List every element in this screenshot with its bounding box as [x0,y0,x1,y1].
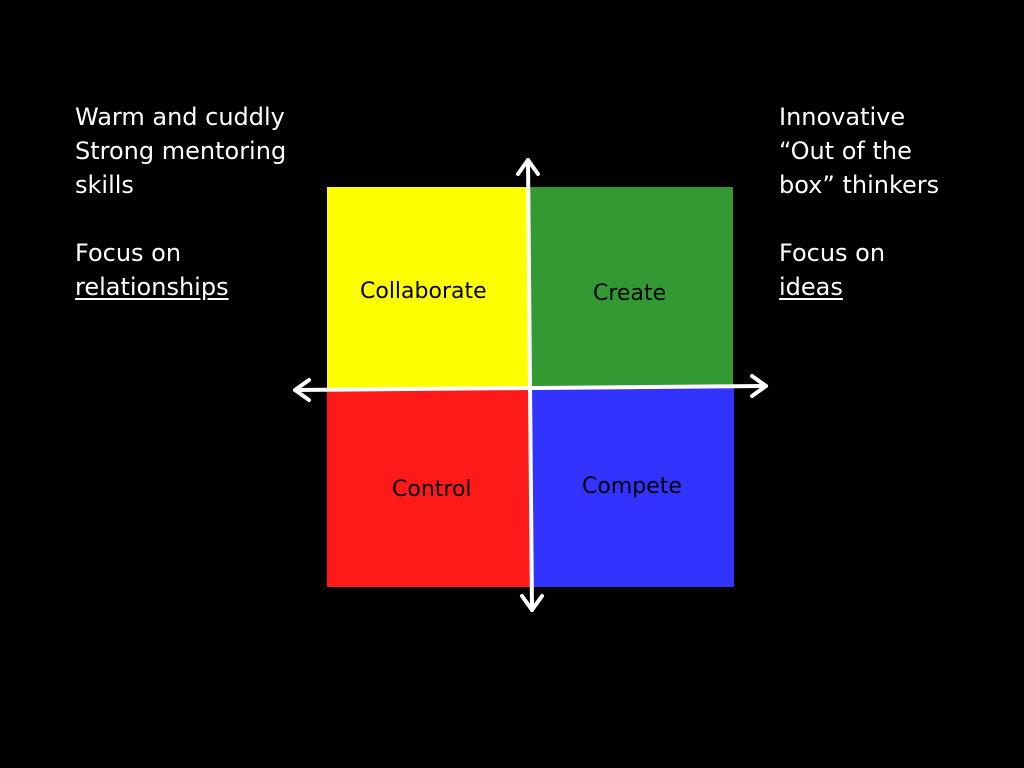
label-compete: Compete [582,474,682,499]
left-focus-prefix: Focus on [75,239,182,267]
right-focus-prefix: Focus on [779,239,886,267]
vertical-axis-bottom-arrow [520,594,544,612]
right-annotation: Innovative “Out of the box” thinkers Foc… [779,100,939,304]
horizontal-axis-left-arrow [293,378,311,402]
right-line-2: “Out of the [779,137,912,165]
right-line-1: Innovative [779,103,906,131]
label-control: Control [392,477,472,502]
left-line-1: Warm and cuddly [75,103,285,131]
left-line-2: Strong mentoring [75,137,287,165]
left-line-3: skills [75,171,134,199]
quadrant-create [530,187,733,388]
horizontal-axis-line [293,384,768,392]
left-focus-word: relationships [75,273,229,301]
label-create: Create [593,281,667,306]
right-focus-word: ideas [779,273,843,301]
left-annotation: Warm and cuddly Strong mentoring skills … [75,100,286,304]
horizontal-axis-right-arrow [750,374,768,398]
quadrant-control [327,390,530,587]
vertical-axis-line [526,158,534,612]
right-line-3: box” thinkers [779,171,940,199]
quadrant-compete [530,388,734,587]
vertical-axis-top-arrow [516,158,540,176]
label-collaborate: Collaborate [360,279,487,304]
quadrant-collaborate [327,187,530,390]
